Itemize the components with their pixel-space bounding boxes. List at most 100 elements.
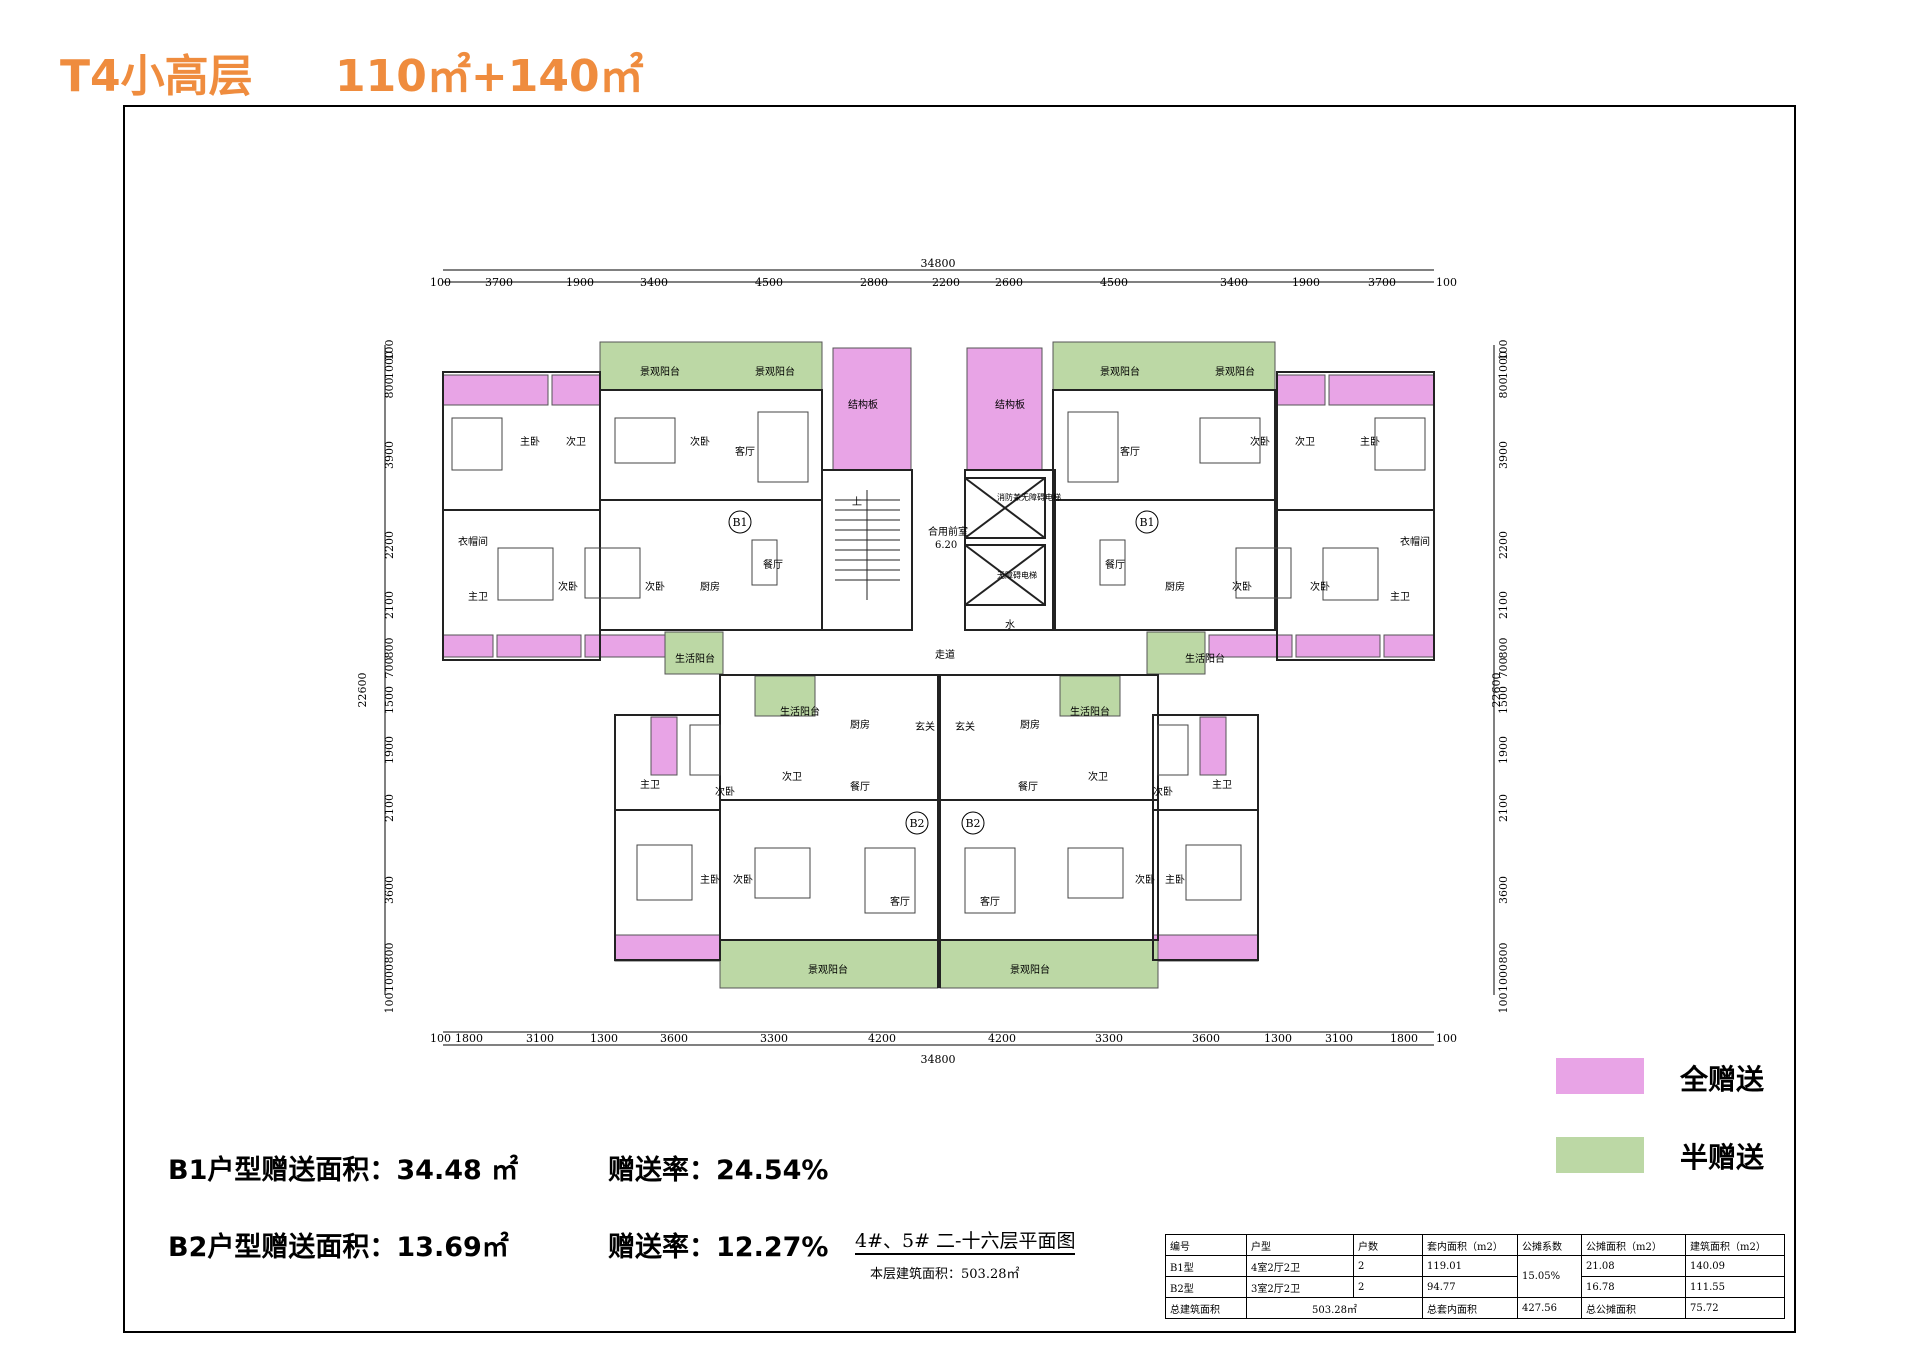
dim-side-10: 1900: [383, 736, 396, 764]
area-table: 编号 户型 户数 套内面积（m2） 公摊系数 公摊面积（m2） 建筑面积（m2）…: [1165, 1234, 1785, 1319]
area-title: 110㎡+140㎡: [335, 51, 644, 102]
dim-side-r-4: 3900: [1497, 441, 1510, 469]
room-label: 衣帽间: [1400, 535, 1430, 548]
plan-caption-title: 4#、5# 二-十六层平面图: [855, 1226, 1076, 1255]
dim-side-r-14: 1000: [1497, 964, 1510, 992]
room-label: 次卧: [715, 785, 735, 798]
table-cell: 15.05%: [1517, 1255, 1582, 1298]
table-cell: B2型: [1165, 1276, 1247, 1298]
room-label: 主卧: [1360, 435, 1380, 448]
plan-caption-subtitle: 本层建筑面积：503.28㎡: [870, 1267, 1020, 1282]
table-cell: 75.72: [1685, 1297, 1785, 1319]
dim-side-r-12: 3600: [1497, 876, 1510, 904]
dim-side-1: 100: [383, 340, 396, 361]
table-header: 编号: [1165, 1234, 1247, 1256]
dim-top-3: 1900: [566, 276, 594, 289]
walls: [442, 371, 1435, 988]
dim-bot-5: 3600: [660, 1032, 688, 1045]
dim-bot-7: 4200: [868, 1032, 896, 1045]
dim-top-7: 2200: [932, 276, 960, 289]
legend-half-swatch: [1556, 1137, 1644, 1173]
room-label: 水: [1005, 619, 1015, 631]
room-label: 生活阳台: [780, 705, 820, 718]
dim-side-14: 1000: [383, 964, 396, 992]
table-cell: B1型: [1165, 1255, 1247, 1277]
table-header: 户型: [1246, 1234, 1354, 1256]
unit-b1-left: B1: [732, 516, 747, 529]
table-header-row: 编号 户型 户数 套内面积（m2） 公摊系数 公摊面积（m2） 建筑面积（m2）: [1165, 1234, 1785, 1256]
room-labels: 主卧 次卫 次卧 客厅 景观阳台 景观阳台 结构板 衣帽间 次卧 次卧 主卫 厨…: [458, 365, 1430, 976]
unit-b2-left: B2: [909, 817, 924, 830]
half-gift-zones: [599, 341, 1276, 989]
table-header: 套内面积（m2）: [1422, 1234, 1518, 1256]
room-label: 客厅: [890, 895, 910, 908]
dim-side-15: 100: [383, 993, 396, 1014]
drawing-frame: [123, 105, 1796, 1333]
room-label: 景观阳台: [808, 963, 848, 976]
room-label: 次卫: [782, 770, 802, 783]
b2-gift-area: B2户型赠送面积：13.69㎡: [168, 1232, 509, 1263]
room-label: 景观阳台: [1215, 365, 1255, 378]
dim-side-r-10: 1900: [1497, 736, 1510, 764]
room-label: 次卧: [1232, 580, 1252, 593]
room-label: 次卧: [733, 873, 753, 886]
table-cell: 503.28㎡: [1246, 1297, 1423, 1319]
dimension-lines: [384, 269, 1495, 1046]
room-label: 厨房: [1165, 580, 1185, 593]
dim-top-10: 3400: [1220, 276, 1248, 289]
full-gift-zones: [442, 347, 1435, 962]
b1-gift-rate: 赠送率：24.54%: [608, 1155, 829, 1186]
dim-top-11: 1900: [1292, 276, 1320, 289]
dim-side-12: 3600: [383, 876, 396, 904]
room-label: 景观阳台: [640, 365, 680, 378]
room-label: 景观阳台: [755, 365, 795, 378]
dim-side-2: 1000: [383, 351, 396, 379]
dim-side-7: 800: [383, 638, 396, 659]
room-label: 次卫: [566, 435, 586, 448]
room-label: 客厅: [980, 895, 1000, 908]
dim-bot-8: 4200: [988, 1032, 1016, 1045]
furniture: [451, 411, 1426, 914]
room-label: 合用前室: [928, 525, 968, 538]
dim-side-5: 2200: [383, 531, 396, 559]
table-cell: 16.78: [1581, 1276, 1686, 1298]
dim-top-6: 2800: [860, 276, 888, 289]
room-label: 无障碍电梯: [997, 570, 1037, 580]
dim-bot-1: 100: [430, 1032, 451, 1045]
b2-gift-rate: 赠送率：12.27%: [608, 1232, 829, 1263]
room-label: 6.20: [935, 540, 957, 551]
room-label: 走道: [935, 648, 955, 661]
table-cell: 111.55: [1685, 1276, 1785, 1298]
stair: [835, 490, 900, 600]
room-label: 景观阳台: [1010, 963, 1050, 976]
dim-top-4: 3400: [640, 276, 668, 289]
dim-top-8: 2600: [995, 276, 1023, 289]
dim-bot-3: 3100: [526, 1032, 554, 1045]
room-label: 客厅: [735, 445, 755, 458]
dim-side-8: 700: [383, 658, 396, 679]
room-label: 次卧: [558, 580, 578, 593]
room-label: 玄关: [915, 720, 935, 733]
table-cell: 3室2厅2卫: [1246, 1276, 1354, 1298]
dim-bot-4: 1300: [590, 1032, 618, 1045]
dim-bot-6: 3300: [760, 1032, 788, 1045]
room-label: 主卫: [1212, 779, 1232, 791]
dim-side-3: 800: [383, 378, 396, 399]
room-label: 景观阳台: [1100, 365, 1140, 378]
unit-markers: [728, 510, 1159, 835]
room-label: 主卧: [1165, 873, 1185, 886]
table-header: 户数: [1353, 1234, 1423, 1256]
table-cell: 4室2厅2卫: [1246, 1255, 1354, 1277]
room-label: 次卫: [1295, 435, 1315, 448]
dim-top-5: 4500: [755, 276, 783, 289]
room-label: 结构板: [848, 398, 878, 411]
dim-side-r-7: 800: [1497, 638, 1510, 659]
dim-side-r-9: 1500: [1497, 686, 1510, 714]
room-label: 厨房: [850, 718, 870, 731]
unit-b1-right: B1: [1139, 516, 1154, 529]
dim-bot-10: 3600: [1192, 1032, 1220, 1045]
table-footer-row: 总建筑面积 503.28㎡ 总套内面积 427.56 总公摊面积 75.72: [1165, 1297, 1785, 1319]
dim-side-r-11: 2100: [1497, 794, 1510, 822]
room-label: 厨房: [1020, 718, 1040, 731]
dim-bot-11: 1300: [1264, 1032, 1292, 1045]
